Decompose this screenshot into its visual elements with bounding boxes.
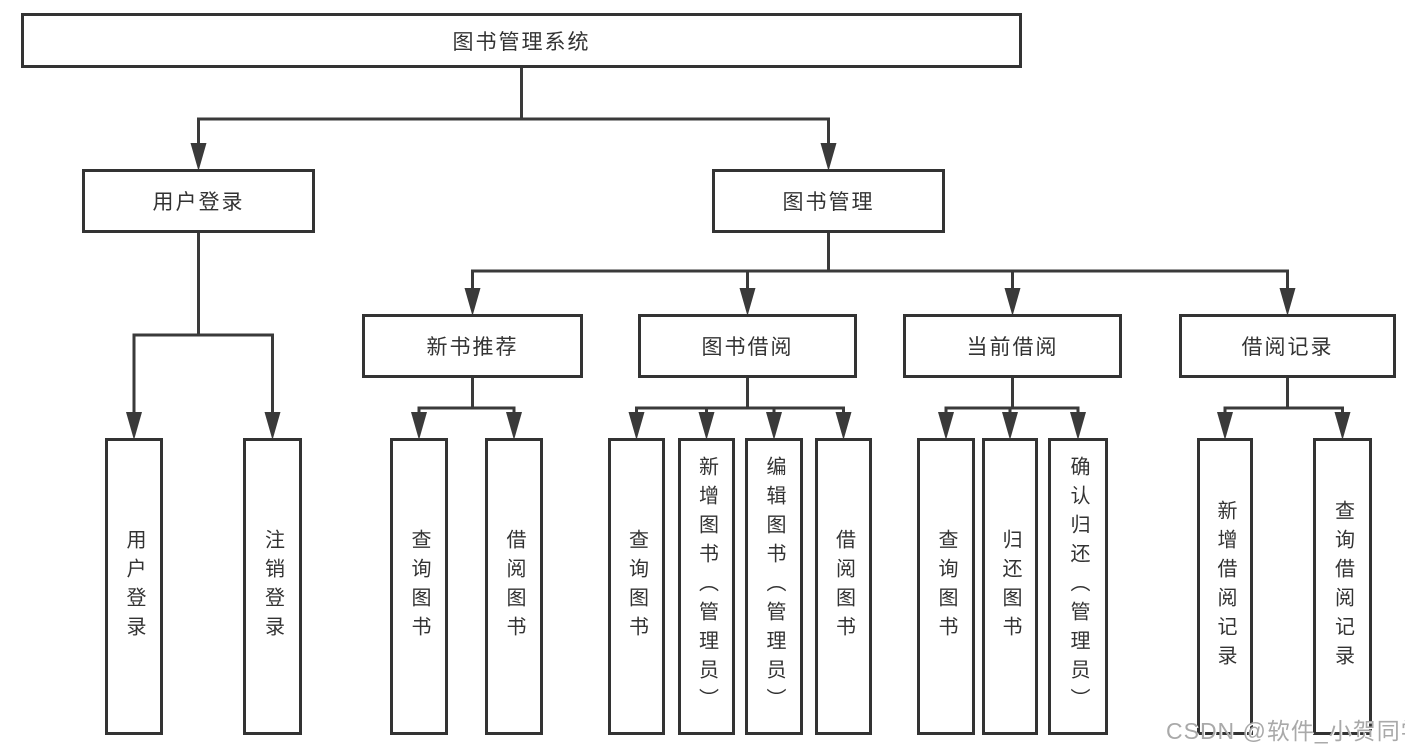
- node-label-v-query-cur: 查询图书: [935, 528, 957, 645]
- node-v-edit-book: 编辑图书（管理员）: [745, 438, 803, 735]
- node-label-root: 图书管理系统: [452, 30, 591, 54]
- node-label-loan-records: 借阅记录: [1241, 336, 1334, 359]
- node-v-confirm: 确认归还（管理员）: [1048, 438, 1108, 735]
- arrowhead-icon: [1004, 288, 1021, 316]
- node-v-query-bk: 查询图书: [608, 438, 665, 735]
- node-label-v-edit-book: 编辑图书（管理员）: [763, 456, 785, 717]
- node-label-v-add-book: 新增图书（管理员）: [695, 456, 718, 717]
- node-v-logout: 注销登录: [243, 438, 302, 735]
- node-label-v-return: 归还图书: [999, 528, 1021, 645]
- node-current-loan: 当前借阅: [903, 314, 1122, 378]
- node-label-current-loan: 当前借阅: [966, 336, 1059, 359]
- node-label-v-confirm: 确认归还（管理员）: [1067, 456, 1089, 717]
- arrowhead-icon: [766, 412, 782, 440]
- node-v-add-record: 新增借阅记录: [1197, 438, 1253, 735]
- arrowhead-icon: [835, 412, 852, 440]
- arrowhead-icon: [1002, 412, 1018, 440]
- node-label-v-borrow-new: 借阅图书: [503, 528, 525, 645]
- node-book-mgmt: 图书管理: [712, 169, 945, 233]
- node-user-login: 用户登录: [82, 169, 315, 233]
- node-v-borrow-bk: 借阅图书: [815, 438, 872, 735]
- arrowhead-icon: [190, 143, 207, 171]
- node-v-return: 归还图书: [982, 438, 1038, 735]
- arrowhead-icon: [820, 143, 837, 171]
- node-label-v-borrow-bk: 借阅图书: [832, 528, 855, 645]
- arrowhead-icon: [464, 288, 481, 316]
- node-label-book-borrow: 图书借阅: [701, 336, 794, 359]
- node-label-v-query-new: 查询图书: [408, 528, 430, 645]
- node-root: 图书管理系统: [21, 13, 1022, 68]
- node-loan-records: 借阅记录: [1179, 314, 1396, 378]
- node-label-book-mgmt: 图书管理: [782, 191, 875, 214]
- node-label-v-query-bk: 查询图书: [625, 528, 648, 645]
- node-label-user-login: 用户登录: [152, 191, 245, 214]
- node-v-query-record: 查询借阅记录: [1313, 438, 1372, 735]
- node-label-v-query-record: 查询借阅记录: [1331, 499, 1354, 674]
- node-v-login: 用户登录: [105, 438, 163, 735]
- node-label-v-add-record: 新增借阅记录: [1214, 499, 1236, 674]
- arrowhead-icon: [628, 412, 645, 440]
- node-new-books: 新书推荐: [362, 314, 583, 378]
- arrowhead-icon: [938, 412, 954, 440]
- arrowhead-icon: [1217, 412, 1233, 440]
- arrowhead-icon: [126, 412, 142, 440]
- node-v-borrow-new: 借阅图书: [485, 438, 543, 735]
- arrowhead-icon: [1279, 288, 1296, 316]
- arrowhead-icon: [1070, 412, 1086, 440]
- node-label-v-login: 用户登录: [123, 528, 145, 645]
- node-v-query-new: 查询图书: [390, 438, 448, 735]
- node-v-add-book: 新增图书（管理员）: [678, 438, 735, 735]
- node-v-query-cur: 查询图书: [917, 438, 975, 735]
- arrowhead-icon: [506, 412, 522, 440]
- node-label-v-logout: 注销登录: [261, 528, 284, 645]
- arrowhead-icon: [739, 288, 756, 316]
- arrowhead-icon: [411, 412, 427, 440]
- arrowhead-icon: [1334, 412, 1351, 440]
- node-book-borrow: 图书借阅: [638, 314, 857, 378]
- arrowhead-icon: [264, 412, 281, 440]
- watermark-text: CSDN @软件_小贺同学: [1166, 718, 1405, 744]
- arrowhead-icon: [698, 412, 715, 440]
- node-label-new-books: 新书推荐: [426, 336, 519, 359]
